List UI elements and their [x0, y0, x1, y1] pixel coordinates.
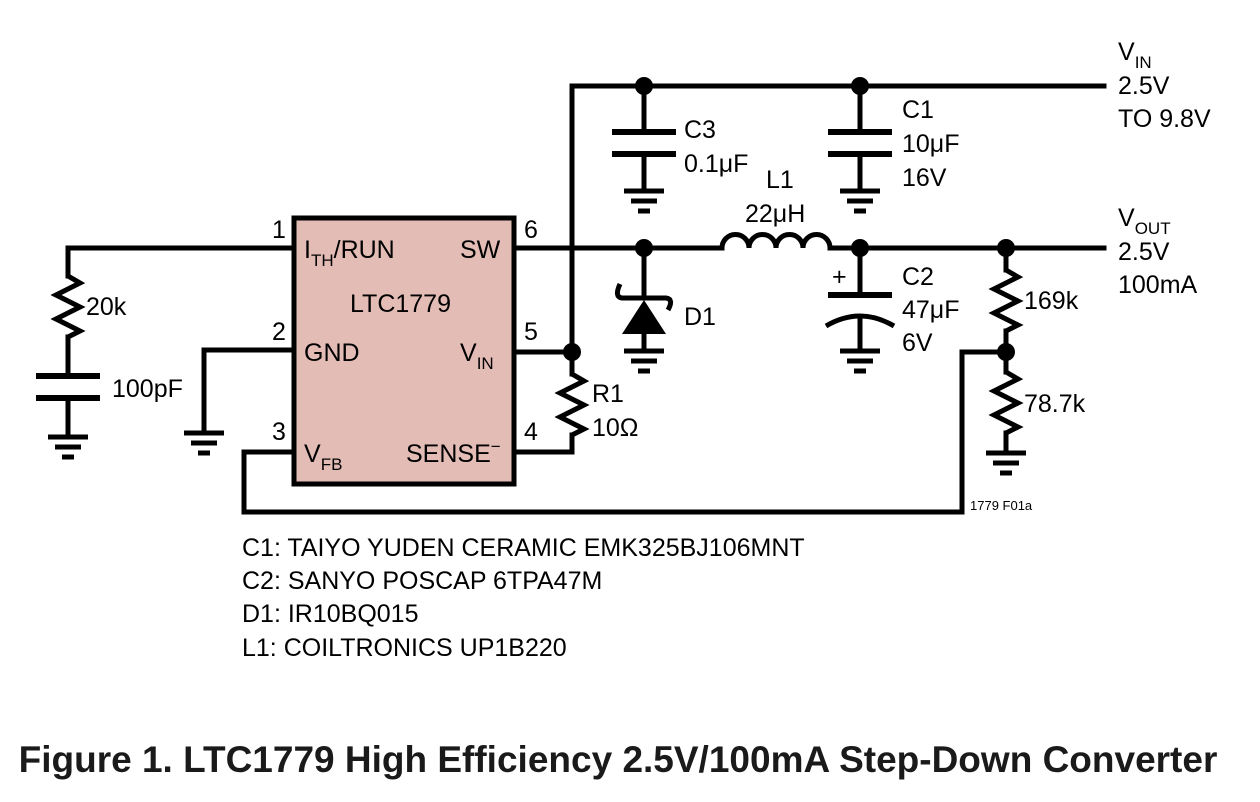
c1-value: 10μF	[902, 130, 959, 158]
vin-range-high: TO 9.8V	[1118, 105, 1211, 133]
c2-voltage: 6V	[902, 329, 933, 357]
ic-ground-icon	[184, 430, 224, 456]
l1-inductor	[719, 232, 833, 249]
c1-ground-icon	[840, 188, 880, 214]
r-comp-resistor	[50, 273, 86, 340]
c3-ground-icon	[624, 188, 664, 214]
vfb-junction-dot	[997, 343, 1015, 361]
pin6-number: 6	[524, 216, 538, 244]
c2-value: 47μF	[902, 296, 959, 324]
pin1-number: 1	[272, 216, 286, 244]
vout-label: VOUT	[1118, 204, 1171, 238]
c-comp-label: 100pF	[112, 375, 183, 403]
d1-diode-icon	[622, 300, 666, 334]
r-top-label: 169k	[1024, 287, 1079, 315]
l1-value: 22μH	[745, 200, 805, 228]
c2-ground-icon	[840, 348, 880, 374]
pin6-label: SW	[460, 236, 501, 264]
pin3-label: VFB	[304, 440, 342, 474]
figure-code: 1779 F01a	[970, 498, 1033, 513]
vin-range-low: 2.5V	[1118, 72, 1170, 100]
r-bottom-resistor	[988, 369, 1024, 436]
c2-name: C2	[902, 263, 934, 291]
ic-body	[291, 215, 517, 487]
pin2-label: GND	[304, 339, 360, 367]
vout-voltage: 2.5V	[1118, 238, 1170, 266]
ic-name: LTC1779	[350, 290, 451, 318]
r1-name: R1	[592, 380, 624, 408]
l1-name: L1	[766, 166, 794, 194]
pin1-label: ITH/RUN	[304, 236, 395, 270]
note-line: C2: SANYO POSCAP 6TPA47M	[242, 567, 602, 595]
pin5-number: 5	[524, 318, 538, 346]
pin2-number: 2	[272, 318, 286, 346]
r-bottom-label: 78.7k	[1024, 390, 1086, 418]
r-comp-label: 20k	[86, 293, 127, 321]
r1-resistor	[554, 371, 590, 438]
c3-name: C3	[684, 116, 716, 144]
vout-current: 100mA	[1118, 271, 1198, 299]
sense-wire	[511, 432, 575, 455]
pin5-label: VIN	[460, 339, 494, 373]
vin-rail	[569, 83, 1107, 355]
c1-voltage: 16V	[902, 164, 947, 192]
c1-name: C1	[902, 96, 934, 124]
comp-ground-icon	[48, 434, 88, 460]
c2-polarity: +	[832, 263, 847, 291]
feedback-wire	[241, 349, 1009, 515]
pin4-number: 4	[524, 418, 538, 446]
divider-ground-icon	[986, 450, 1026, 476]
gnd-wire	[201, 347, 297, 435]
pin3-number: 3	[272, 418, 286, 446]
c3-value: 0.1μF	[684, 150, 748, 178]
r-top-resistor	[988, 267, 1024, 334]
d1-cathode-bar	[614, 282, 674, 312]
figure-caption: Figure 1. LTC1779 High Efficiency 2.5V/1…	[19, 739, 1218, 780]
vin-label: VIN	[1118, 38, 1152, 72]
c2-plate-curved	[824, 313, 896, 329]
note-line: C1: TAIYO YUDEN CERAMIC EMK325BJ106MNT	[242, 534, 805, 562]
d1-name: D1	[684, 303, 716, 331]
pin4-label: SENSE−	[406, 437, 501, 468]
r1-value: 10Ω	[592, 414, 639, 442]
note-line: L1: COILTRONICS UP1B220	[242, 634, 567, 662]
note-line: D1: IR10BQ015	[242, 600, 419, 628]
d1-ground-icon	[624, 348, 664, 374]
comp-wire	[65, 245, 297, 279]
